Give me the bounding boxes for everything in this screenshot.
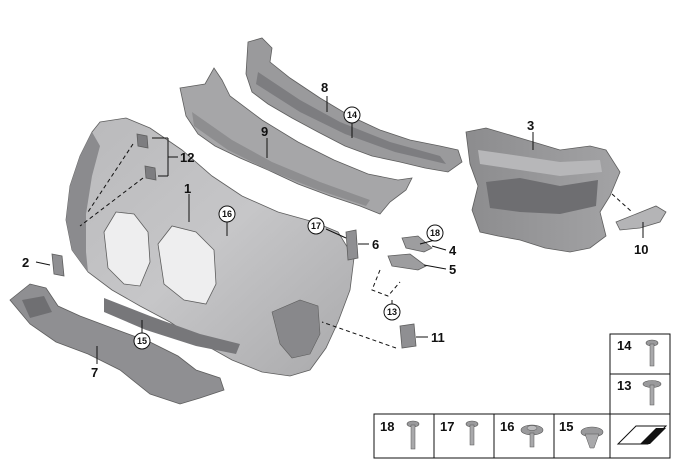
svg-text:13: 13 [387,307,397,317]
clip-part-2 [51,253,65,277]
callout-6: 6 [372,237,379,252]
bracket-part-5 [387,253,427,271]
bumper-cover-part-1 [65,117,355,377]
screw-16-icon [520,424,544,448]
screw-18-icon [406,420,420,450]
carrier-strip-part-9 [179,67,413,215]
fastener-label-13: 13 [617,378,631,393]
carrier-strip-part-8 [245,37,463,173]
callout-12: 12 [180,150,194,165]
callout-8: 8 [321,80,328,95]
lower-spoiler-part-7 [9,283,225,405]
bracket-part-10 [615,205,667,231]
arrow-plate-icon [616,425,668,445]
circled-ref-16: 16 [218,205,236,223]
callout-5: 5 [449,262,456,277]
callout-10: 10 [634,242,648,257]
screw-17-icon [465,420,479,446]
sensor-part-11 [399,323,417,349]
circled-ref-17: 17 [307,217,325,235]
callout-7: 7 [91,365,98,380]
circled-ref-15: 15 [133,332,151,350]
svg-text:14: 14 [347,110,357,120]
callout-3: 3 [527,118,534,133]
svg-text:17: 17 [311,221,321,231]
clip-nut-15-icon [580,426,604,449]
circled-ref-14: 14 [343,106,361,124]
fastener-label-17: 17 [440,419,454,434]
svg-text:16: 16 [222,209,232,219]
support-frame-part-3 [465,127,621,253]
fastener-label-16: 16 [500,419,514,434]
svg-text:18: 18 [430,228,440,238]
svg-text:15: 15 [137,336,147,346]
callout-1: 1 [184,181,191,196]
screw-13-icon [642,380,662,406]
bracket-part-6 [345,229,359,261]
screw-14-icon [645,339,659,367]
circled-ref-18: 18 [426,224,444,242]
callout-4: 4 [449,243,457,258]
clip-part-12-b [144,165,157,181]
fastener-label-18: 18 [380,419,394,434]
callout-2: 2 [22,255,29,270]
callout-11: 11 [431,330,445,345]
fastener-legend: 14 13 18 17 16 15 [373,333,671,459]
callout-9: 9 [261,124,268,139]
fastener-label-14: 14 [617,338,632,353]
fastener-label-15: 15 [559,419,573,434]
clip-part-12-a [136,133,149,149]
bracket-part-4 [401,235,433,253]
circled-ref-13: 13 [383,303,401,321]
